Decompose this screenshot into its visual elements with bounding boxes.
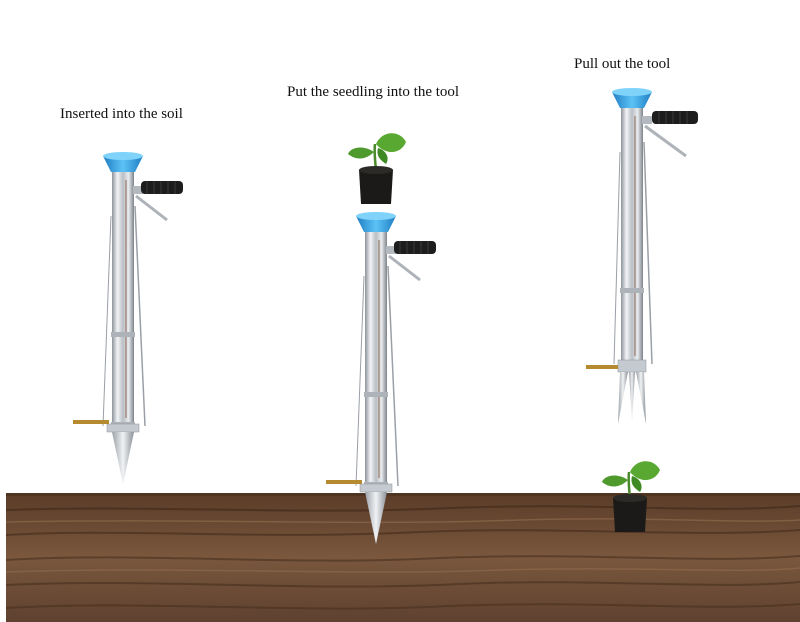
step-2-caption: Put the seedling into the tool	[287, 84, 460, 100]
seedling-step-2	[346, 131, 408, 206]
step-3-caption: Pull out the tool	[574, 56, 671, 72]
soil-ground	[5, 493, 800, 622]
tool-step-1	[71, 150, 185, 486]
step-1-caption: Inserted into the soil	[60, 106, 183, 122]
tool-step-3	[586, 88, 698, 424]
